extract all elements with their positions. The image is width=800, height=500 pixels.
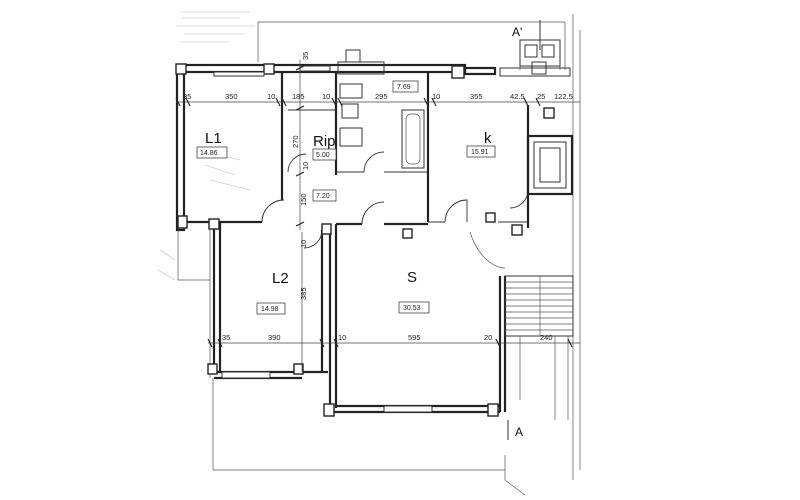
dim-bottom-5: 240 xyxy=(540,333,553,342)
area-box-l1 xyxy=(196,146,228,159)
dim-top-7: 355 xyxy=(470,92,483,101)
room-label-s: S xyxy=(407,269,417,286)
dim-v-1: 10 xyxy=(301,162,310,170)
area-box-hall xyxy=(312,189,337,202)
dim-top-2: 10 xyxy=(267,92,275,101)
area-box-k xyxy=(466,145,496,158)
dim-top-9: 25 xyxy=(537,92,545,101)
bathroom-fixtures xyxy=(337,49,425,169)
room-area-rip: 5.00 xyxy=(316,152,330,159)
dim-top-5: 295 xyxy=(375,92,388,101)
section-mark-top: A' xyxy=(512,25,522,39)
dim-top-6: 10 xyxy=(432,92,440,101)
area-box-l2 xyxy=(256,302,286,315)
room-label-l1: L1 xyxy=(205,130,222,147)
room-label-k: k xyxy=(484,130,492,147)
dim-top-4: 10 xyxy=(322,92,330,101)
area-box-bath xyxy=(392,80,419,93)
dim-v-0: 270 xyxy=(291,135,300,148)
shafts xyxy=(499,39,574,196)
context-lines xyxy=(177,14,581,496)
room-area-l2: 14.98 xyxy=(261,306,279,313)
columns xyxy=(175,63,555,417)
dim-top-1: 350 xyxy=(225,92,238,101)
section-marks: A' A xyxy=(507,20,541,440)
dimension-lines xyxy=(175,60,580,372)
dim-top-8: 42.5 xyxy=(510,92,525,101)
area-box-rip xyxy=(312,148,337,161)
room-area-hall: 7.20 xyxy=(316,193,330,200)
dim-bottom-4: 20 xyxy=(484,333,492,342)
section-mark-bottom: A xyxy=(515,425,523,439)
dim-v-4: 385 xyxy=(299,287,308,300)
dim-v-2: 150 xyxy=(299,193,308,206)
walls xyxy=(175,63,530,414)
dim-top-3: 185 xyxy=(292,92,305,101)
dim-top-thickness: 35 xyxy=(301,52,310,60)
windows xyxy=(213,65,433,413)
dimension-labels: 35 350 10 185 10 295 10 355 42.5 25 122.… xyxy=(183,52,573,342)
doors xyxy=(261,151,529,249)
room-area-k: 15.91 xyxy=(471,149,489,156)
room-area-bath: 7.69 xyxy=(397,84,411,91)
room-area-l1: 14.86 xyxy=(200,150,218,157)
room-labels: L1 14.86 Rip 5.00 7.69 k 15.91 7.20 L2 1… xyxy=(196,80,496,315)
room-label-rip: Rip xyxy=(313,133,336,150)
stairs xyxy=(504,275,574,420)
room-area-s: 30.53 xyxy=(403,305,421,312)
dim-v-3: 10 xyxy=(299,240,308,248)
dim-top-10: 122.5 xyxy=(554,92,573,101)
dim-bottom-2: 10 xyxy=(338,333,346,342)
dim-top-0: 35 xyxy=(183,92,191,101)
area-box-s xyxy=(398,301,430,314)
dim-bottom-1: 390 xyxy=(268,333,281,342)
dim-bottom-3: 595 xyxy=(408,333,421,342)
dim-bottom-0: 35 xyxy=(222,333,230,342)
room-label-l2: L2 xyxy=(272,270,289,287)
